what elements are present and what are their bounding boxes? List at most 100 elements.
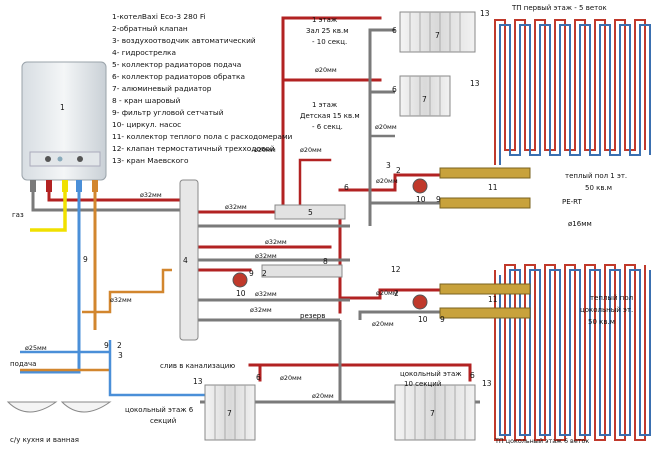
pipe-32-d: ø32мм: [255, 252, 277, 260]
underfloor-loops-first: [494, 19, 651, 165]
num-6-c: 6: [392, 85, 397, 94]
room-labels: 1 этаж Зал 25 кв.м - 10 секц. 1 этаж Дет…: [125, 4, 633, 445]
label-7-basement-left: 7: [227, 409, 232, 418]
tp-first-room-2: 50 кв.м: [585, 184, 612, 192]
floor-manifold-first: 11: [439, 167, 531, 209]
label-7-det: 7: [422, 95, 427, 104]
num-9-d: 9: [436, 195, 441, 204]
pipe-32-c: ø32мм: [265, 238, 287, 246]
pump-radiator: [232, 272, 248, 288]
det-line-3: - 6 секц.: [312, 123, 343, 131]
pipe-32-a: ø32мм: [140, 191, 162, 199]
pump-basement: [412, 294, 428, 310]
legend-item-10: 10- циркул. насос: [112, 120, 181, 129]
legend-item-9: 9- фильтр угловой сетчатый: [112, 108, 224, 117]
tp-basement-title: ТП цокольный этаж 6 веток: [494, 437, 589, 445]
legend-item-2: 2-обратный клапан: [112, 24, 188, 33]
pump-first: [412, 178, 428, 194]
basement-left-2: секций: [150, 417, 176, 425]
pipe-size-labels: ø32мм ø32мм ø32мм ø32мм ø32мм ø32мм ø32м…: [25, 66, 398, 400]
num-9-b: 9: [104, 341, 109, 350]
num-6-a: 6: [344, 183, 349, 192]
pipe-20-h: ø20мм: [280, 374, 302, 382]
zal-line-1: 1 этаж: [312, 16, 338, 24]
label-11-first: 11: [488, 183, 498, 192]
num-8-a: 8: [323, 257, 328, 266]
pipe-20-a: ø20мм: [315, 66, 337, 74]
radiator-det: 7: [399, 75, 451, 117]
legend-item-12: 12- клапан термостатичный трехходовой: [112, 144, 275, 153]
reserve-label: резерв: [300, 312, 325, 320]
pipe-20-f: ø20мм: [376, 289, 398, 297]
tp-first-title: ТП первый этаж - 5 веток: [511, 4, 607, 12]
boiler-number: 1: [60, 103, 65, 112]
legend-item-3: 3- воздухоотводчик автоматический: [112, 36, 256, 45]
pipe-32-f: ø32мм: [250, 306, 272, 314]
num-13-a: 13: [480, 9, 490, 18]
pert-2: ø16мм: [568, 220, 592, 228]
num-6-b: 6: [392, 26, 397, 35]
underfloor-loops-basement: [494, 264, 651, 441]
num-10-a: 10: [236, 289, 246, 298]
pipe-32-g: ø32мм: [110, 296, 132, 304]
det-line-1: 1 этаж: [312, 101, 338, 109]
pipe-32-b: ø32мм: [225, 203, 247, 211]
label-11-basement: 11: [488, 295, 498, 304]
basement-left-1: цокольный этаж 6: [125, 406, 194, 414]
utility-pipes: [20, 192, 230, 397]
drain-label: слив в канализацию: [160, 362, 235, 370]
num-12: 12: [391, 265, 401, 274]
legend-item-11: 11- коллектор теплого пола с расходомера…: [112, 132, 293, 141]
legend: 1-котелBaxi Eco-3 280 Fi 2-обратный клап…: [112, 12, 293, 165]
label-7-basement-right: 7: [430, 409, 435, 418]
num-3-b: 3: [386, 161, 391, 170]
det-line-2: Детская 15 кв.м: [300, 112, 360, 120]
num-9-a: 9: [83, 255, 88, 264]
component-numbers: 9 2 9 3 9 10 2 8 6 6 6 13 13 2 10 9 3 12…: [83, 9, 492, 388]
pipe-20-b: ø20мм: [375, 123, 397, 131]
tp-basement-room-1: теплый пол: [590, 294, 633, 302]
legend-item-8: 8 - кран шаровый: [112, 96, 181, 105]
radiator-zal: 7: [399, 11, 476, 53]
pipe-20-e: ø20мм: [376, 177, 398, 185]
tp-basement-room-3: 50 кв.м: [588, 318, 615, 326]
sinks: [6, 401, 112, 413]
num-2-d: 2: [394, 289, 399, 298]
radiator-basement-right: 7: [394, 384, 476, 441]
num-13-d: 13: [482, 379, 492, 388]
boiler: 1: [21, 61, 107, 192]
legend-item-1: 1-котелBaxi Eco-3 280 Fi: [112, 12, 206, 21]
pipe-32-e: ø32мм: [255, 290, 277, 298]
num-10-c: 10: [418, 315, 428, 324]
sink-label: с/у кухня и ванная: [10, 436, 79, 444]
pipe-20-c: ø20мм: [300, 146, 322, 154]
supply-label: подача: [10, 360, 36, 368]
label-4: 4: [183, 256, 188, 265]
num-9-c: 9: [249, 269, 254, 278]
pipe-20-g: ø20мм: [372, 320, 394, 328]
radiator-collector: 5: [261, 204, 346, 278]
num-2-c: 2: [396, 166, 401, 175]
num-13-b: 13: [470, 79, 480, 88]
floor-manifold-basement: 11: [439, 283, 531, 319]
num-13-c: 13: [193, 377, 203, 386]
tp-basement-room-2: цокольный эт.: [580, 306, 633, 314]
num-9-e: 9: [440, 315, 445, 324]
basement-right-1: цокольный этаж: [400, 370, 462, 378]
hydro-arrow: 4: [179, 179, 199, 341]
num-3-a: 3: [118, 351, 123, 360]
pert-1: PE-RT: [562, 198, 583, 206]
zal-line-2: Зал 25 кв.м: [306, 27, 348, 35]
num-2-a: 2: [117, 341, 122, 350]
pipe-20-i: ø20мм: [312, 392, 334, 400]
pipe-25: ø25мм: [25, 344, 47, 352]
num-6-d: 6: [256, 373, 261, 382]
label-5: 5: [308, 208, 313, 217]
legend-item-6: 6- коллектор радиаторов обратка: [112, 72, 245, 81]
num-2-b: 2: [262, 269, 267, 278]
tp-first-room-1: теплый пол 1 эт.: [565, 172, 627, 180]
misc-labels: газ подача с/у кухня и ванная слив в кан…: [10, 211, 325, 444]
basement-right-2: 10 секций: [404, 380, 441, 388]
